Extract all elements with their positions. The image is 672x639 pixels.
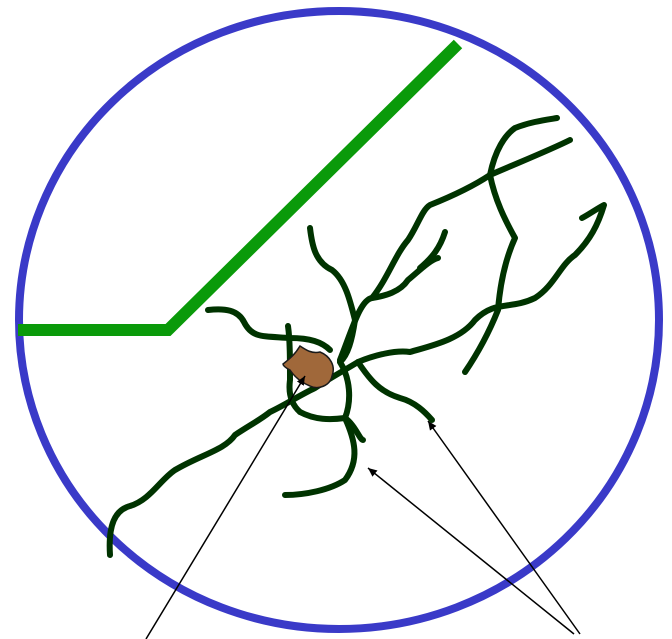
field-boundary-circle — [19, 11, 659, 629]
filament-long-diagonal — [110, 205, 604, 555]
filament-lower-curve — [285, 418, 354, 495]
filament-upper-branch-top — [490, 118, 557, 175]
filament-network — [110, 118, 604, 555]
arrow-to-blob — [146, 376, 305, 639]
filament-upper-branch-right — [465, 175, 515, 372]
filament-right-lower — [358, 362, 432, 420]
arrow-to-right-filament — [428, 421, 580, 634]
arrow-to-lower-filament — [368, 468, 574, 634]
filament-left-horizontal — [208, 309, 330, 350]
green-wall-line — [18, 44, 458, 330]
filament-upper-branch-mid — [372, 140, 570, 298]
